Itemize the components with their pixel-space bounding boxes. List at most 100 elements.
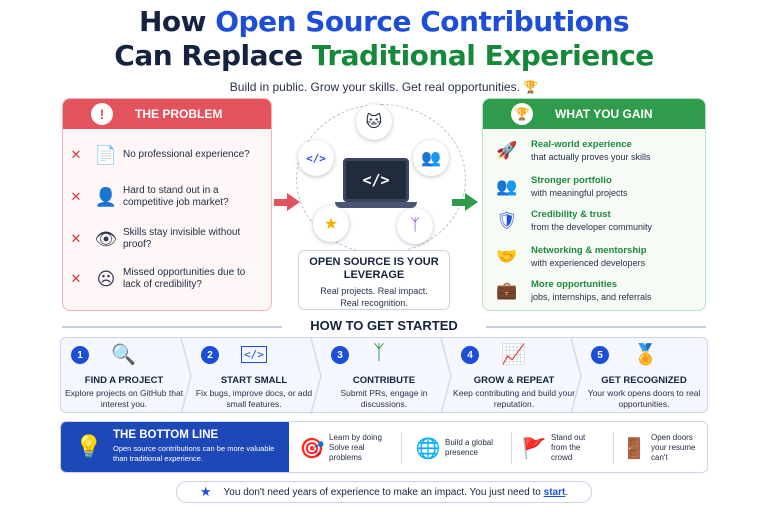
laptop-code-icon: </> — [343, 158, 409, 202]
problem-text: Missed opportunities due to lack of cred… — [123, 267, 246, 290]
step-title: START SMALL — [220, 375, 288, 386]
bottom-item-text: Stand out from the crowd — [551, 433, 586, 462]
step-title: GET RECOGNIZED — [601, 375, 687, 386]
step-desc: Explore projects on GitHub that interest… — [64, 388, 184, 409]
problem-item: ✕ 👁 Skills stay invisible without proof? — [63, 219, 271, 259]
team-icon: 👥 — [496, 177, 518, 196]
leverage-title: OPEN SOURCE IS YOUR LEVERAGE — [309, 256, 439, 281]
problem-text: Hard to stand out in a competitive job m… — [123, 185, 229, 208]
footer-banner: ★ You don't need years of experience to … — [176, 481, 592, 503]
divider — [401, 432, 402, 464]
section-divider — [486, 326, 706, 328]
problem-header: ! THE PROBLEM — [63, 99, 271, 129]
medal-icon: 🏅 — [633, 344, 658, 366]
gain-desc: from the developer community — [531, 222, 653, 232]
get-started-title: HOW TO GET STARTED — [310, 318, 458, 333]
step-number: 1 — [71, 346, 89, 364]
section-divider — [62, 326, 282, 328]
bottom-line-desc: Open source contributions can be more va… — [113, 444, 275, 463]
problem-item: ✕ ☹ Missed opportunities due to lack of … — [63, 259, 271, 299]
bottom-line-strip: 💡 THE BOTTOM LINE Open source contributi… — [60, 421, 708, 473]
gain-title: Credibility & trust — [531, 209, 611, 220]
handshake-icon: 🤝 — [496, 247, 518, 266]
globe-icon: 🌐 — [415, 437, 441, 460]
x-icon: ✕ — [70, 189, 82, 204]
community-icon: 👥 — [413, 140, 449, 176]
step-number: 5 — [591, 346, 609, 364]
problem-text: Skills stay invisible without proof? — [123, 227, 241, 250]
gain-title: More opportunities — [531, 279, 618, 290]
title-highlight-blue: Open Source Contributions — [215, 5, 630, 38]
problem-item: ✕ 👤 Hard to stand out in a competitive j… — [63, 177, 271, 217]
step-number: 3 — [331, 346, 349, 364]
x-icon: ✕ — [70, 231, 82, 246]
steps-strip: 1 🔍 FIND A PROJECT Explore projects on G… — [60, 337, 708, 414]
gain-desc: with meaningful projects — [531, 188, 628, 198]
code-icon: </> — [298, 140, 334, 176]
person-icon: 👤 — [94, 186, 118, 207]
subtitle: Build in public. Grow your skills. Get r… — [0, 80, 768, 94]
door-icon: 🚪 — [621, 437, 647, 460]
title-line-1: How Open Source Contributions — [0, 6, 768, 38]
x-icon: ✕ — [70, 147, 82, 162]
start-link[interactable]: start — [543, 486, 566, 498]
problem-item: ✕ 📄 No professional experience? — [63, 135, 271, 175]
star-icon: ★ — [313, 206, 349, 242]
code-file-icon: </> — [241, 346, 267, 363]
problem-text: No professional experience? — [123, 149, 250, 160]
subtitle-text: Build in public. Grow your skills. Get r… — [229, 80, 520, 94]
growth-chart-icon: 📈 — [501, 344, 526, 366]
stairs-flag-icon: 🚩 — [521, 437, 547, 460]
step-card: 4 📈 GROW & REPEAT Keep contributing and … — [451, 338, 577, 414]
step-title: FIND A PROJECT — [84, 375, 164, 386]
bottom-item: 🚪 Open doors your resume can't — [617, 422, 707, 472]
gain-title: Real-world experience — [531, 139, 632, 150]
step-card: 1 🔍 FIND A PROJECT Explore projects on G… — [61, 338, 187, 414]
footer-text: You don't need years of experience to ma… — [223, 486, 544, 498]
bottom-item-text: Open doors your resume can't — [651, 433, 696, 462]
shield-check-icon: 🛡 — [496, 211, 518, 230]
git-branch-icon: ᛉ — [373, 342, 385, 364]
gain-header: 🏆 WHAT YOU GAIN — [483, 99, 705, 129]
leverage-line: Real projects. Real impact. — [320, 286, 428, 296]
title-part: How — [138, 5, 216, 38]
bottom-item-text: Build a global presence — [445, 438, 494, 457]
trophy-icon: 🏆 — [523, 80, 539, 94]
chevron-divider-icon — [440, 338, 452, 414]
step-title: GROW & REPEAT — [473, 375, 555, 386]
step-card: 5 🏅 GET RECOGNIZED Your work opens doors… — [581, 338, 707, 414]
step-title: CONTRIBUTE — [352, 375, 416, 386]
git-branch-icon: ᛉ — [397, 208, 433, 244]
warning-icon: ! — [91, 103, 113, 125]
gain-desc: jobs, internships, and referrals — [531, 292, 652, 302]
step-desc: Your work opens doors to real opportunit… — [587, 388, 701, 409]
rocket-icon: 🚀 — [496, 141, 518, 160]
magnifier-icon: 🔍 — [111, 344, 136, 366]
eye-off-icon: 👁 — [94, 228, 118, 249]
title-part: Can Replace — [114, 39, 312, 72]
step-card: 2 </> START SMALL Fix bugs, improve docs… — [191, 338, 317, 414]
star-icon: ★ — [199, 484, 212, 499]
target-icon: 🎯 — [299, 437, 325, 460]
divider — [511, 432, 512, 464]
leverage-line: Real recognition. — [340, 298, 408, 308]
step-desc: Fix bugs, improve docs, or add small fea… — [195, 388, 313, 409]
step-desc: Submit PRs, engage in discussions. — [340, 388, 428, 409]
chevron-divider-icon — [570, 338, 582, 414]
gain-title: Networking & mentorship — [531, 245, 647, 256]
resume-icon: 📄 — [94, 144, 118, 165]
laptop-base — [335, 202, 417, 208]
step-desc: Keep contributing and build your reputat… — [453, 388, 575, 409]
chevron-divider-icon — [180, 338, 192, 414]
bottom-item: 🎯 Learn by doing Solve real problems — [295, 422, 399, 472]
chevron-divider-icon — [310, 338, 322, 414]
title-highlight-green: Traditional Experience — [311, 39, 654, 72]
step-number: 4 — [461, 346, 479, 364]
sad-face-icon: ☹ — [96, 268, 116, 289]
gain-header-label: WHAT YOU GAIN — [555, 107, 653, 121]
footer-end: . — [565, 486, 569, 498]
